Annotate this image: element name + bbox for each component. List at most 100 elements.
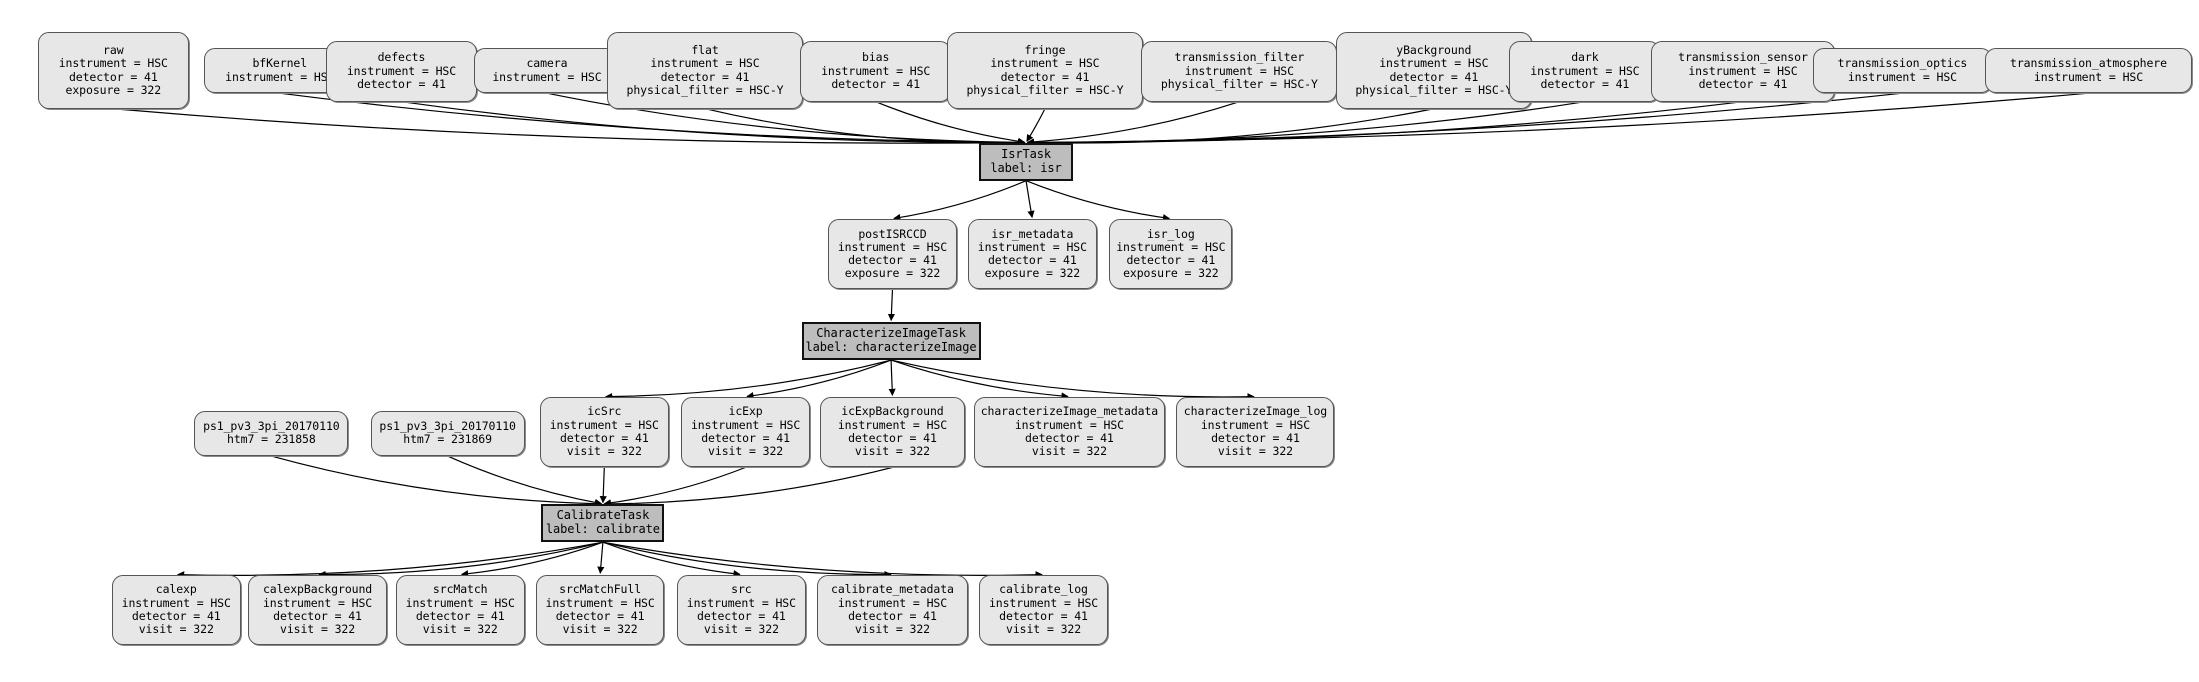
node-attribute: detector = 41: [1000, 69, 1090, 84]
node-attribute: instrument = HSC: [1847, 69, 1958, 84]
graph-edge-postISRCCD-to-CharacterizeImageTask: [887, 289, 896, 322]
node-attribute: instrument = HSC: [545, 595, 655, 610]
node-title: srcMatchFull: [559, 582, 642, 597]
graph-edge-icExpBackground-to-CalibrateTask: [603, 466, 893, 508]
graph-edge-CharacterizeImageTask-to-icExpBackground: [888, 360, 896, 396]
node-title: bfKernel: [252, 56, 308, 71]
node-attribute: visit = 322: [854, 622, 930, 637]
graph-edge-CalibrateTask-to-srcMatchFull: [597, 542, 605, 574]
node-attribute: instrument = HSC: [821, 63, 931, 78]
graph-edge-IsrTask-to-isr_log: [1025, 180, 1171, 222]
node-attribute: instrument = HSC: [1530, 63, 1640, 78]
node-title: isr_metadata: [991, 226, 1074, 241]
graph-edge-CalibrateTask-to-srcMatch: [460, 541, 604, 578]
node-attribute: exposure = 322: [65, 82, 162, 97]
node-attribute: visit = 322: [703, 622, 779, 637]
node-attribute: instrument = HSC: [1379, 56, 1489, 71]
node-attribute: instrument = HSC: [492, 69, 602, 84]
node-title: transmission_optics: [1837, 56, 1968, 71]
node-attribute: detector = 41: [415, 608, 505, 623]
node-title: raw: [103, 42, 124, 57]
node-attribute: detector = 41: [357, 76, 446, 91]
graph-edge-flat-to-IsrTask: [704, 108, 1026, 147]
node-attribute: visit = 322: [708, 444, 784, 459]
node-attribute: instrument = HSC: [1116, 239, 1226, 254]
node-attribute: detector = 41: [987, 253, 1077, 268]
node-attribute: physical_filter = HSC-Y: [1160, 76, 1318, 91]
node-title: IsrTask: [1001, 146, 1051, 161]
graph-edge-icExp-to-CalibrateTask: [603, 466, 746, 507]
graph-edge-CharacterizeImageTask-to-icSrc: [605, 359, 892, 401]
node-title: ps1_pv3_3pi_20170110: [379, 419, 516, 434]
node-attribute: detector = 41: [831, 76, 921, 91]
node-attribute: physical_filter = HSC-Y: [1355, 82, 1513, 97]
graph-edge-CalibrateTask-to-calexp: [177, 541, 604, 579]
node-attribute: detector = 41: [559, 431, 649, 446]
node-attribute: instrument = HSC: [988, 595, 1099, 610]
node-title: flat: [691, 42, 719, 57]
node-attribute: detector = 41: [697, 608, 786, 623]
node-attribute: detector = 41: [273, 608, 362, 623]
node-attribute: detector = 41: [1126, 253, 1216, 268]
node-title: camera: [526, 56, 568, 71]
node-attribute: detector = 41: [848, 431, 937, 446]
node-attribute: htm7 = 231869: [403, 432, 492, 447]
graph-edge-CalibrateTask-to-calexpBackground: [318, 541, 604, 579]
graph-edge-CharacterizeImageTask-to-characterizeImage_metadata: [890, 359, 1069, 400]
graph-edge-yBackground-to-IsrTask: [1026, 108, 1434, 147]
node-attribute: instrument = HSC: [977, 239, 1087, 254]
node-title: calibrate_metadata: [831, 582, 954, 597]
graph-edge-raw-to-IsrTask: [113, 108, 1026, 147]
node-title: calibrate_log: [999, 582, 1088, 597]
graph-edge-CharacterizeImageTask-to-icExp: [746, 359, 892, 400]
node-attribute: detector = 41: [1211, 431, 1300, 446]
graph-edge-CalibrateTask-to-calibrate_metadata: [602, 541, 892, 579]
node-title: icExp: [728, 404, 763, 419]
node-attribute: detector = 41: [848, 253, 937, 268]
node-attribute: detector = 41: [1389, 69, 1479, 84]
node-attribute: instrument = HSC: [837, 595, 948, 610]
node-attribute: exposure = 322: [844, 266, 941, 281]
node-attribute: detector = 41: [1540, 76, 1630, 91]
graph-edge-CalibrateTask-to-calibrate_log: [602, 541, 1043, 579]
node-attribute: label: isr: [990, 160, 1062, 175]
node-title: yBackground: [1396, 42, 1472, 57]
node-attribute: exposure = 322: [1123, 266, 1219, 281]
node-title: transmission_atmosphere: [2010, 56, 2167, 71]
node-title: src: [731, 582, 752, 597]
node-attribute: visit = 322: [1031, 444, 1107, 459]
node-attribute: instrument = HSC: [990, 56, 1100, 71]
